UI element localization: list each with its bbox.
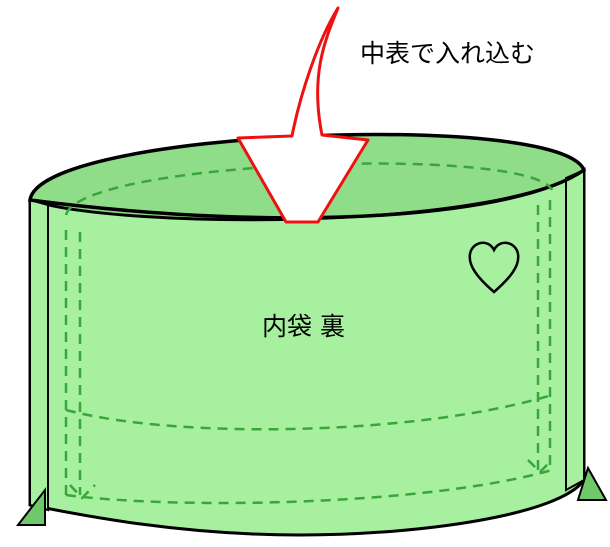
bag-body <box>28 167 586 537</box>
dart-triangle-icon <box>576 465 608 501</box>
right-side-strip <box>565 168 585 492</box>
insert-arrow <box>236 6 370 224</box>
left-side-strip <box>29 198 49 512</box>
stitch-lines <box>64 162 554 505</box>
dart-triangle-icon <box>15 487 46 526</box>
heart-icon <box>468 241 520 294</box>
instruction-label: 中表で入れ込む <box>360 39 535 68</box>
bag-label: 内袋 裏 <box>262 312 345 341</box>
bag-opening-rim <box>28 132 587 220</box>
